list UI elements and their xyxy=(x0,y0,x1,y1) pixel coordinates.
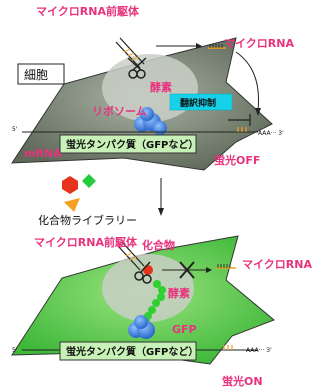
bottom-protein-label: 蛍光タンパク質（GFPなど） xyxy=(66,345,198,358)
ribosome-label: リボソーム xyxy=(92,104,147,118)
top-block-bar xyxy=(228,114,251,126)
bottom-scissors-icon xyxy=(134,261,152,284)
compound-green-diamond xyxy=(82,174,96,188)
top-precursor-hairpin xyxy=(115,37,145,69)
top-microrna-label: マイクロRNA xyxy=(224,37,294,50)
top-precursor-label: マイクロRNA前駆体 xyxy=(36,4,140,18)
cell-label: 細胞 xyxy=(24,68,48,82)
cell-label-box xyxy=(17,63,65,85)
fluorescence-on-label: 蛍光ON xyxy=(222,374,263,388)
top-scissors-icon xyxy=(127,57,147,79)
translation-block-label: 翻訳抑制 xyxy=(180,97,216,109)
bottom-protein-box xyxy=(59,341,197,361)
compound-orange-triangle xyxy=(64,198,80,212)
bottom-three-prime-tail: AAA··· 3' xyxy=(246,347,272,354)
bottom-five-prime: 5' xyxy=(12,347,18,354)
compound-label: 化合物 xyxy=(142,238,175,252)
bottom-enzyme-label: 酵素 xyxy=(168,286,190,300)
bottom-nucleus xyxy=(102,254,194,322)
top-curved-arrow xyxy=(235,51,260,111)
bottom-microrna-label: マイクロRNA xyxy=(242,258,312,271)
bottom-precursor-hairpin xyxy=(117,241,145,271)
block-cross-icon xyxy=(179,261,195,279)
bottom-mature-mirna xyxy=(216,264,236,269)
bound-compound-icon xyxy=(143,265,153,275)
top-mature-mirna xyxy=(208,44,226,49)
top-enzyme-label: 酵素 xyxy=(150,80,172,94)
mrna-label: mRNA xyxy=(24,147,62,160)
top-protein-label: 蛍光タンパク質（GFPなど） xyxy=(66,138,198,151)
gfp-label: GFP xyxy=(172,323,197,336)
compound-library-label: 化合物ライブラリー xyxy=(38,213,137,227)
fluorescence-off-label: 蛍光OFF xyxy=(214,153,260,167)
top-three-prime-tail: AAA··· 3' xyxy=(258,130,284,137)
compound-red-hexagon xyxy=(62,176,78,194)
top-protein-box xyxy=(59,134,197,154)
bottom-ribosome xyxy=(128,315,155,339)
gfp-chain xyxy=(142,280,166,326)
top-five-prime: 5' xyxy=(12,126,18,133)
translation-block-box xyxy=(170,94,232,110)
bottom-precursor-label: マイクロRNA前駆体 xyxy=(34,235,138,249)
